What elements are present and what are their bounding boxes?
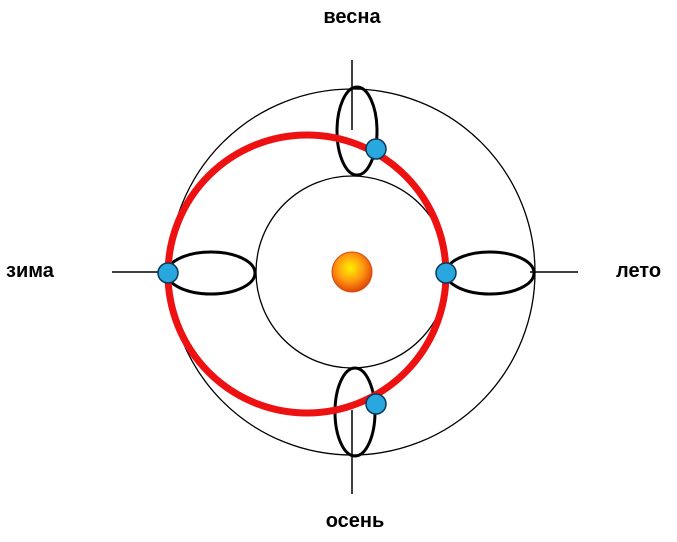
label-autumn: осень bbox=[325, 510, 385, 532]
loop-right bbox=[444, 250, 536, 296]
loop-top bbox=[335, 85, 379, 177]
label-winter: зима bbox=[6, 260, 54, 282]
label-summer: лето bbox=[616, 260, 662, 282]
label-spring: весна bbox=[323, 6, 381, 28]
planet-summer bbox=[435, 262, 457, 284]
planet-autumn bbox=[365, 393, 387, 415]
planet-winter bbox=[157, 262, 179, 284]
loop-left bbox=[165, 250, 257, 296]
planet-spring bbox=[365, 138, 387, 160]
sun bbox=[331, 251, 373, 293]
orbit-path bbox=[164, 131, 450, 417]
